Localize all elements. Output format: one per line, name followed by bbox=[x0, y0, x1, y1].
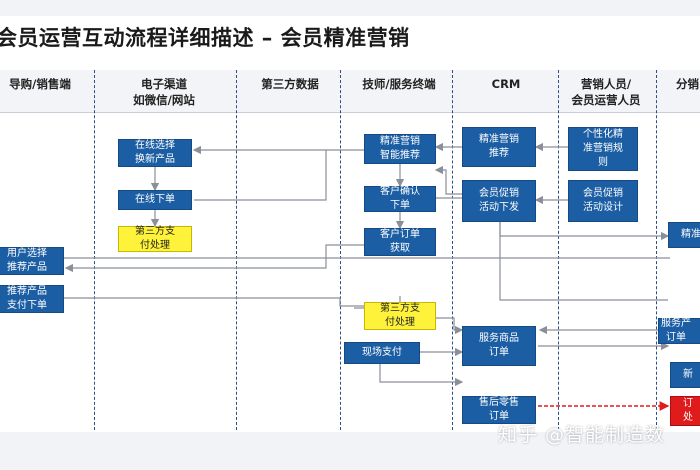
lane-divider bbox=[558, 70, 559, 430]
lane-divider bbox=[340, 70, 341, 430]
arrow bbox=[64, 297, 400, 307]
box-customer-order[interactable]: 客户订单 获取 bbox=[364, 228, 436, 256]
box-crm-precise[interactable]: 精准营销 推荐 bbox=[462, 127, 536, 167]
arrow bbox=[379, 364, 464, 387]
arrow bbox=[436, 317, 464, 335]
lane-divider bbox=[656, 70, 657, 430]
arrow bbox=[434, 165, 462, 195]
lane-divider bbox=[94, 70, 95, 430]
box-crm-after-sale[interactable]: 售后零售 订单 bbox=[462, 396, 536, 424]
arrow bbox=[499, 222, 668, 301]
box-user-select[interactable]: 用户选择 推荐产品 bbox=[0, 247, 64, 275]
box-third-party-pay-2[interactable]: 第三方支 付处理 bbox=[364, 302, 436, 330]
box-marketing-rules[interactable]: 个性化精 准营销规 则 bbox=[568, 127, 638, 171]
box-promo-design[interactable]: 会员促销 活动设计 bbox=[568, 180, 638, 222]
box-online-order[interactable]: 在线下单 bbox=[118, 190, 192, 210]
box-crm-promo[interactable]: 会员促销 活动下发 bbox=[462, 180, 536, 222]
bottom-band bbox=[0, 432, 700, 470]
lane-header-analyst: 分销 bbox=[676, 77, 699, 91]
box-crm-service-order[interactable]: 服务商品 订单 bbox=[462, 326, 536, 366]
top-bar bbox=[0, 0, 700, 16]
box-right-order[interactable]: 订 处 bbox=[670, 396, 700, 426]
box-right-new[interactable]: 新 bbox=[670, 362, 700, 388]
lane-header-crm: CRM bbox=[491, 77, 521, 91]
lane-header-ecom: 电子渠道 如微信/网站 bbox=[133, 77, 195, 107]
lane-divider bbox=[236, 70, 237, 430]
arrow bbox=[194, 150, 327, 201]
lane-divider bbox=[452, 70, 453, 430]
arrow bbox=[64, 244, 366, 273]
lane-header-guide: 导购/销售端 bbox=[9, 77, 71, 91]
box-third-party-pay-1[interactable]: 第三方支 付处理 bbox=[118, 226, 192, 252]
watermark: 知乎 @智能制造数 bbox=[498, 424, 666, 446]
page-title: 会员运营互动流程详细描述 – 会员精准营销 bbox=[0, 26, 410, 50]
box-customer-confirm[interactable]: 客户确认 下单 bbox=[364, 186, 436, 212]
box-precise-recommend[interactable]: 精准营销 智能推荐 bbox=[364, 134, 436, 164]
lane-header-technician: 技师/服务终端 bbox=[362, 77, 436, 91]
lane-header-marketing: 营销人员/ 会员运营人员 bbox=[571, 77, 641, 107]
swimlane-header bbox=[0, 70, 700, 113]
box-recommend-order[interactable]: 推荐产品 支付下单 bbox=[0, 285, 64, 313]
box-right-precise[interactable]: 精准 bbox=[668, 222, 700, 248]
arrow bbox=[499, 222, 670, 241]
box-online-select[interactable]: 在线选择 换新产品 bbox=[118, 139, 192, 167]
lane-header-third-party: 第三方数据 bbox=[261, 77, 319, 91]
box-onsite-pay[interactable]: 现场支付 bbox=[344, 342, 420, 364]
box-right-service[interactable]: 服务产 订单 bbox=[658, 318, 700, 344]
